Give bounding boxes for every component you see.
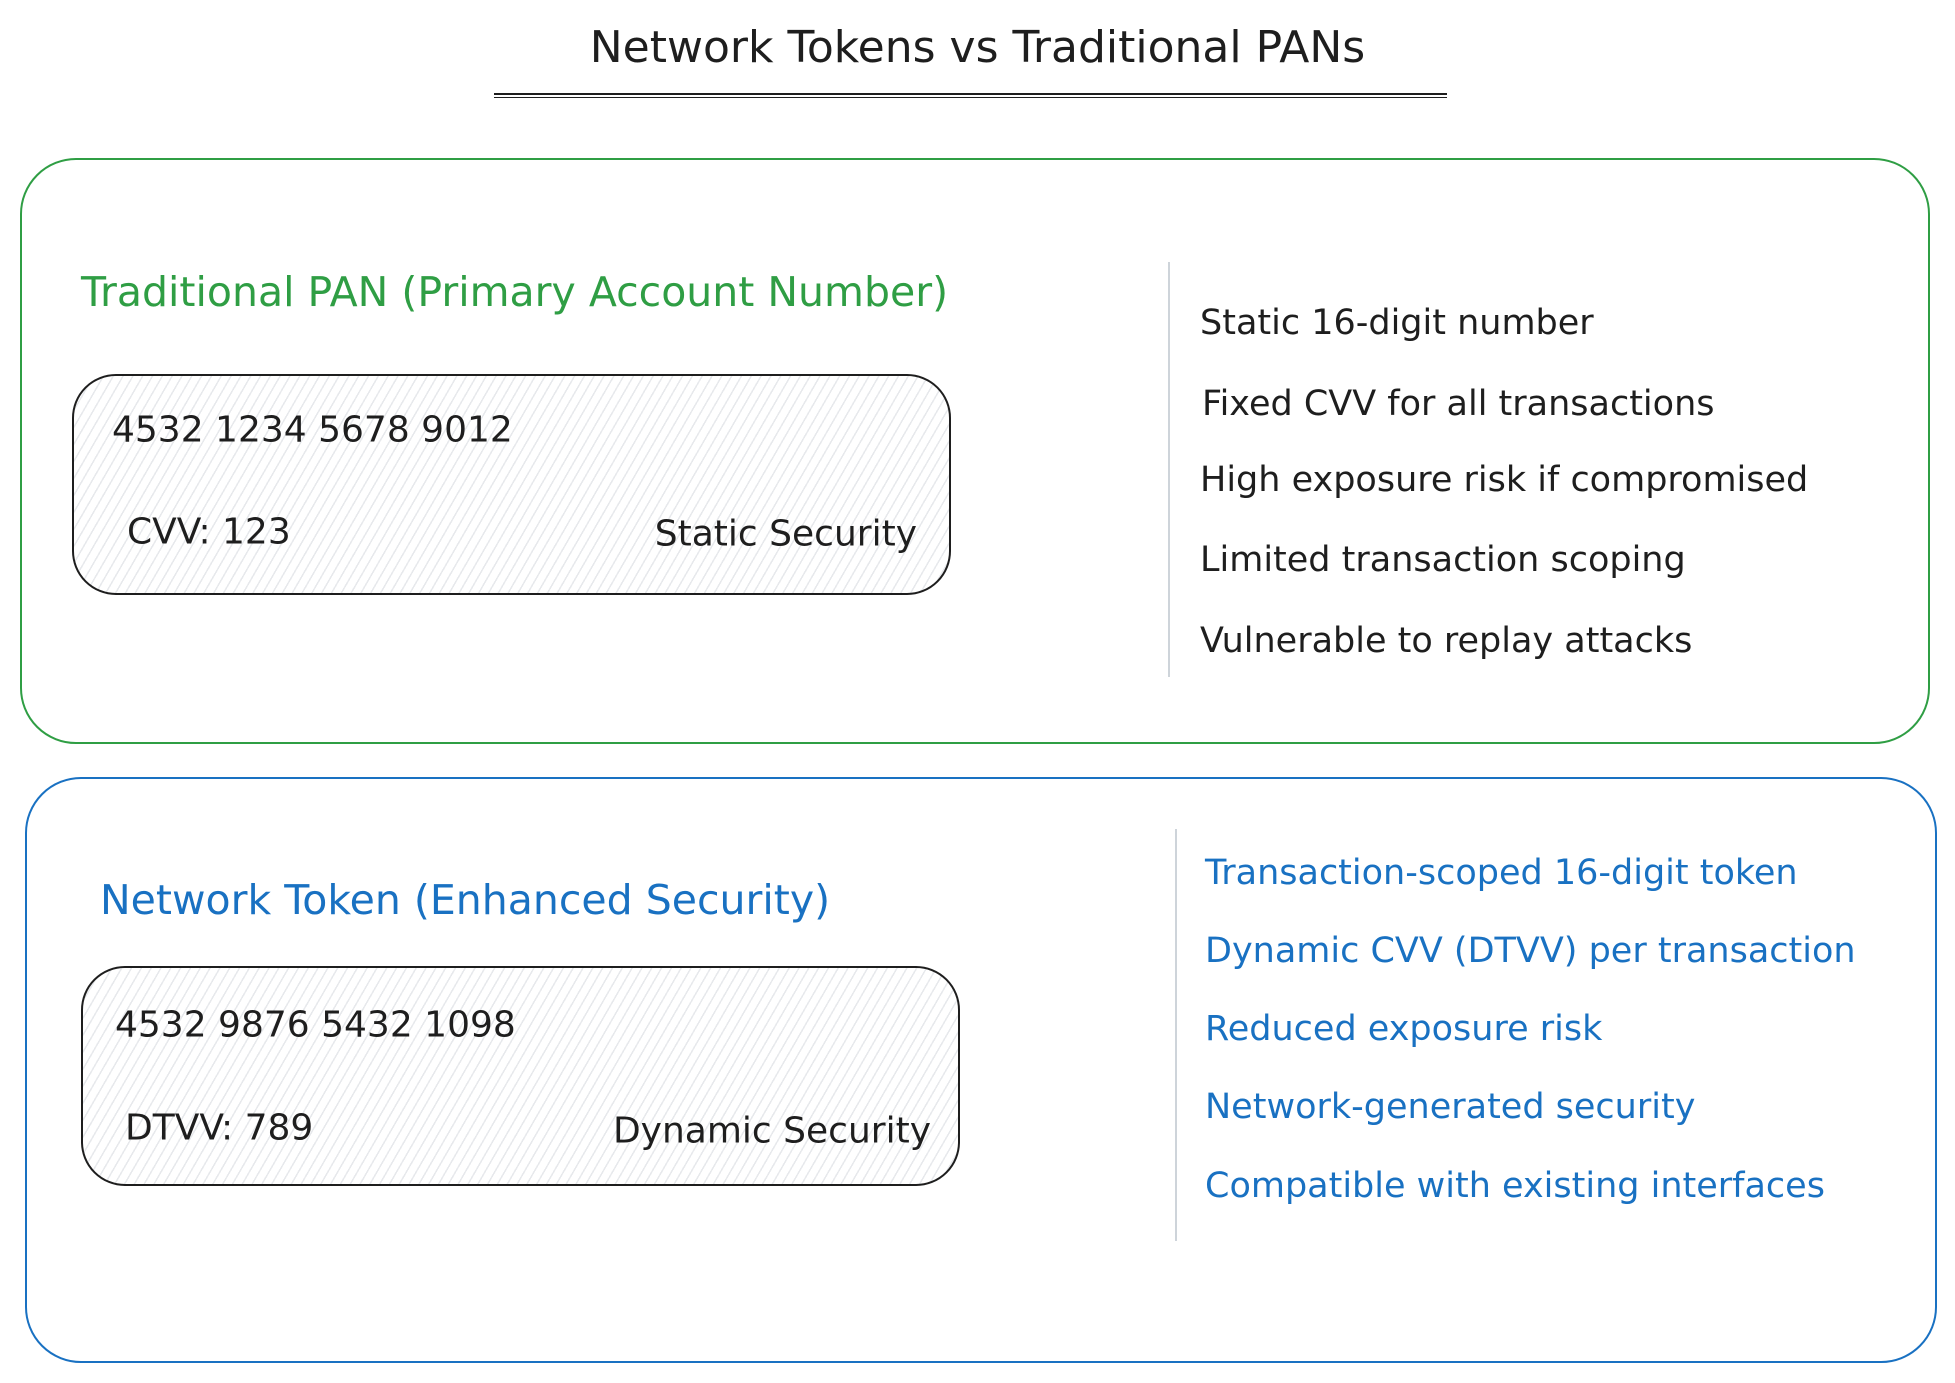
token-feature: Reduced exposure risk — [1205, 1009, 1603, 1049]
pan-cvv: CVV: 123 — [127, 511, 291, 553]
diagram-title: Network Tokens vs Traditional PANs — [589, 22, 1366, 73]
pan-card-number: 4532 1234 5678 9012 — [112, 409, 513, 451]
traditional-pan-panel — [20, 158, 1930, 744]
token-dtvv: DTVV: 789 — [125, 1107, 314, 1149]
network-token-panel — [25, 777, 1937, 1363]
token-divider — [1175, 829, 1177, 1241]
token-card-number: 4532 9876 5432 1098 — [115, 1004, 516, 1046]
network-token-heading: Network Token (Enhanced Security) — [100, 876, 831, 924]
token-feature: Network-generated security — [1205, 1087, 1696, 1127]
network-token-card — [81, 966, 960, 1186]
title-underline — [494, 93, 1447, 98]
traditional-pan-heading: Traditional PAN (Primary Account Number) — [81, 268, 949, 316]
token-security-label: Dynamic Security — [612, 1110, 931, 1152]
token-feature: Compatible with existing interfaces — [1205, 1166, 1825, 1206]
traditional-pan-card — [72, 374, 951, 595]
pan-feature: Fixed CVV for all transactions — [1202, 384, 1715, 424]
token-feature: Dynamic CVV (DTVV) per transaction — [1205, 931, 1856, 971]
pan-feature: Static 16-digit number — [1200, 303, 1594, 343]
token-feature: Transaction-scoped 16-digit token — [1205, 853, 1798, 893]
pan-feature: Vulnerable to replay attacks — [1200, 621, 1693, 661]
pan-security-label: Static Security — [654, 513, 917, 555]
pan-feature: Limited transaction scoping — [1200, 540, 1686, 580]
pan-feature: High exposure risk if compromised — [1200, 460, 1809, 500]
traditional-divider — [1168, 262, 1170, 677]
